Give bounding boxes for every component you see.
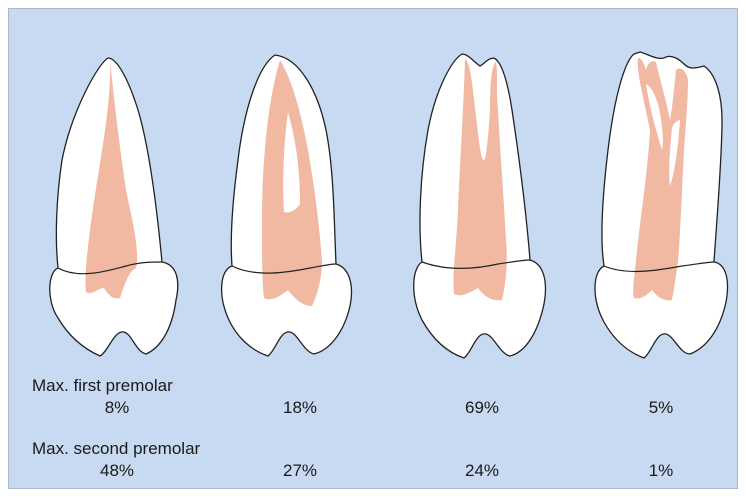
first-premolar-value-3: 69% [465, 399, 499, 416]
tooth-type-4 [595, 52, 728, 358]
first-premolar-value-1: 8% [105, 399, 130, 416]
tooth-type-3 [414, 54, 546, 358]
second-premolar-value-4: 1% [649, 462, 674, 479]
teeth-illustrations [0, 0, 746, 370]
row-label-second-premolar: Max. second premolar [32, 440, 200, 457]
second-premolar-value-2: 27% [283, 462, 317, 479]
first-premolar-value-4: 5% [649, 399, 674, 416]
row-label-first-premolar: Max. first premolar [32, 377, 173, 394]
tooth-type-1 [50, 58, 178, 356]
second-premolar-value-1: 48% [100, 462, 134, 479]
tooth-type-2 [222, 55, 352, 356]
first-premolar-value-2: 18% [283, 399, 317, 416]
second-premolar-value-3: 24% [465, 462, 499, 479]
